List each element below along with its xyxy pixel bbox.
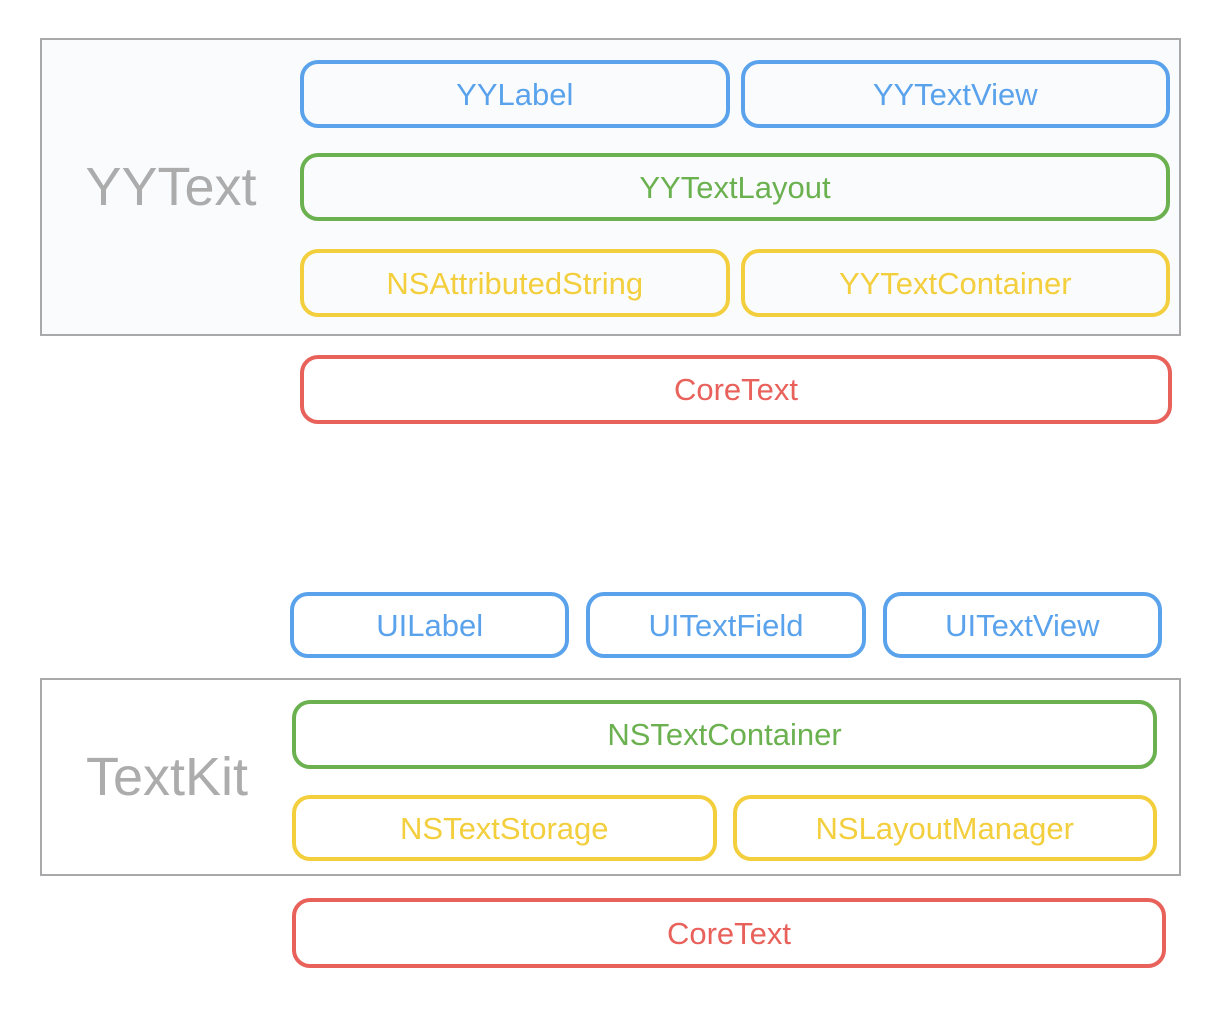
yytext-model-row: NSAttributedString YYTextContainer: [300, 249, 1170, 317]
textkit-storage-row: NSTextStorage NSLayoutManager: [292, 795, 1157, 861]
node-uitextview: UITextView: [882, 592, 1162, 658]
node-coretext-top: CoreText: [300, 355, 1172, 424]
node-yylabel: YYLabel: [300, 60, 730, 128]
node-nstextstorage: NSTextStorage: [292, 795, 717, 861]
node-coretext-bottom: CoreText: [292, 898, 1166, 968]
textkit-rows: NSTextContainer NSTextStorage NSLayoutMa…: [292, 700, 1157, 861]
node-yytextcontainer: YYTextContainer: [740, 249, 1170, 317]
node-uitextfield: UITextField: [586, 592, 866, 658]
node-yytextview: YYTextView: [740, 60, 1170, 128]
node-nsattributedstring: NSAttributedString: [300, 249, 730, 317]
yytext-views-row: YYLabel YYTextView: [300, 60, 1170, 128]
node-nslayoutmanager: NSLayoutManager: [732, 795, 1157, 861]
textkit-container-row: NSTextContainer: [292, 700, 1157, 769]
node-yytextlayout: YYTextLayout: [300, 153, 1170, 221]
yytext-group-label: YYText: [85, 157, 257, 217]
uikit-views-row: UILabel UITextField UITextView: [290, 592, 1162, 658]
yytext-rows: YYLabel YYTextView YYTextLayout NSAttrib…: [300, 60, 1170, 317]
yytext-group-box: YYText YYLabel YYTextView YYTextLayout N…: [40, 38, 1181, 336]
node-uilabel: UILabel: [290, 592, 570, 658]
yytext-layout-row: YYTextLayout: [300, 153, 1170, 221]
textkit-group-label: TextKit: [85, 747, 249, 807]
textkit-group-box: TextKit NSTextContainer NSTextStorage NS…: [40, 678, 1181, 876]
node-nstextcontainer: NSTextContainer: [292, 700, 1157, 769]
